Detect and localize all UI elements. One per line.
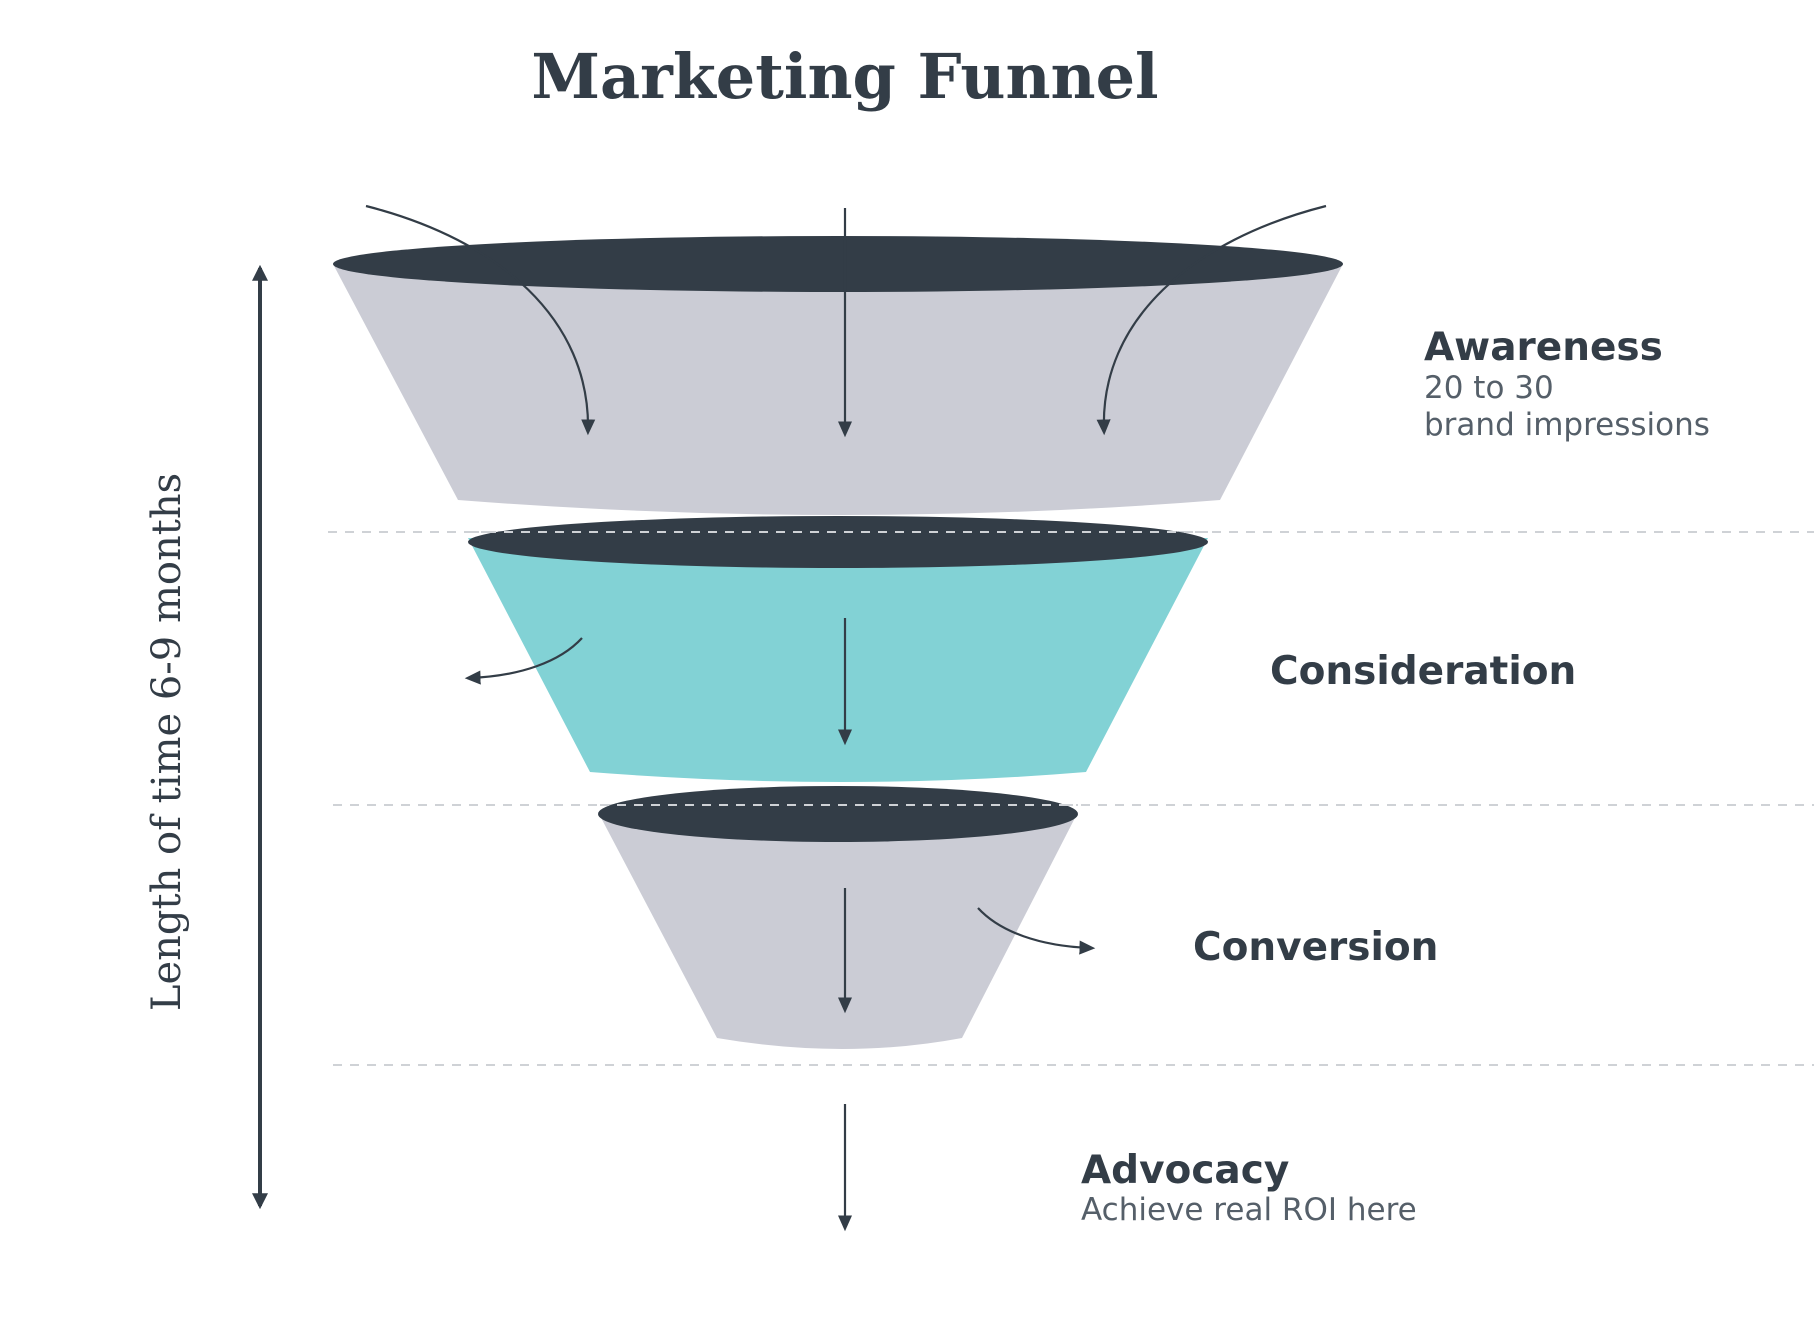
- funnel-segment-consideration: [468, 516, 1208, 782]
- funnel-segment-awareness: [333, 236, 1343, 515]
- stage-label-consideration: Consideration: [1270, 649, 1576, 694]
- diagram-title: Marketing Funnel: [531, 40, 1158, 113]
- stage-detail-advocacy: Achieve real ROI here: [1081, 1192, 1417, 1228]
- funnel-rim-consideration: [468, 516, 1208, 568]
- funnel-rim-conversion: [598, 786, 1078, 842]
- time-length-label: Length of time 6-9 months: [144, 473, 190, 1011]
- funnel-rim-awareness: [333, 236, 1343, 292]
- stage-label-advocacy: Advocacy: [1081, 1148, 1289, 1193]
- stage-detail-awareness-line1: 20 to 30: [1424, 370, 1554, 406]
- funnel-segment-conversion: [598, 786, 1078, 1049]
- stage-label-conversion: Conversion: [1193, 925, 1438, 970]
- stage-label-awareness: Awareness: [1424, 325, 1663, 370]
- stage-detail-awareness-line2: brand impressions: [1424, 407, 1710, 443]
